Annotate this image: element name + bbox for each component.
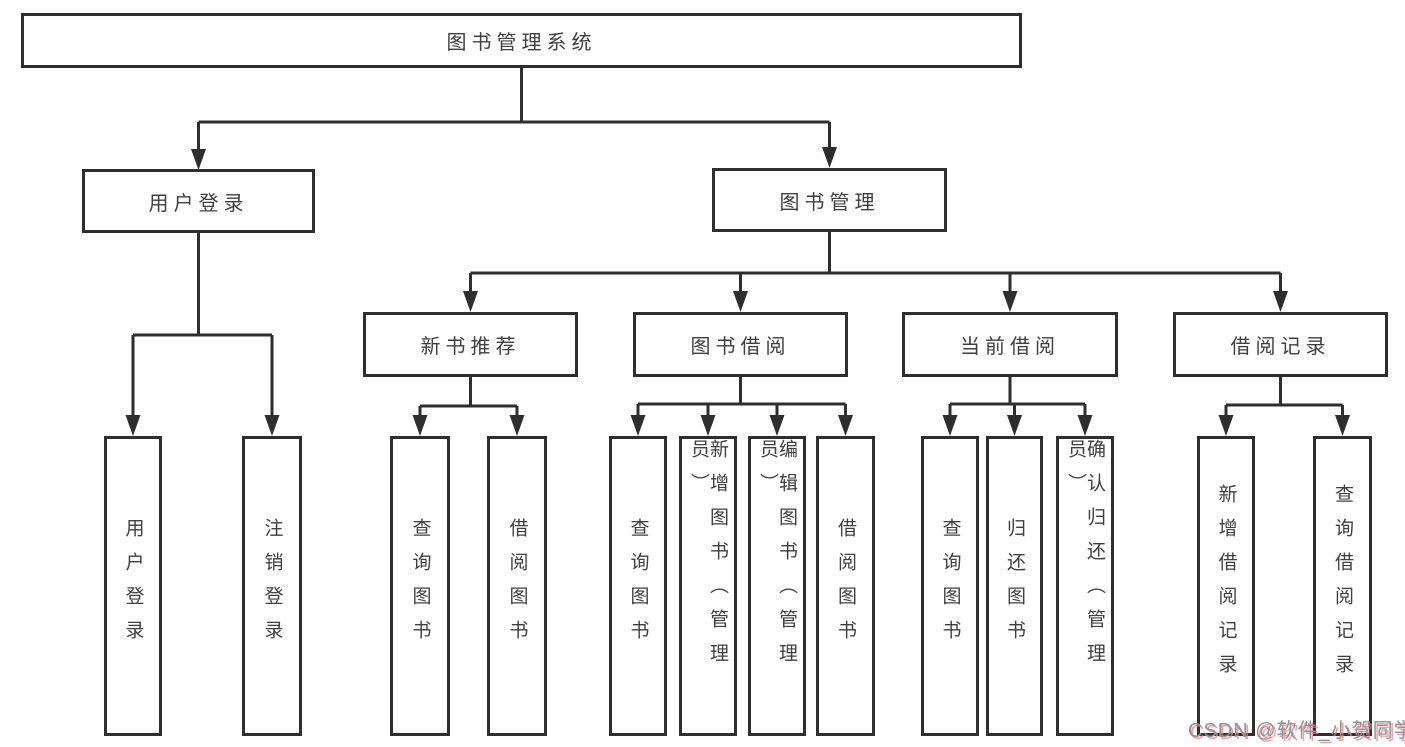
node-borrowing-records: 借阅记录 xyxy=(1173,312,1388,377)
leaf-query-books-recommend-label: 查询图书 xyxy=(409,518,431,654)
node-current-borrowing: 当前借阅 xyxy=(902,312,1118,377)
leaf-query-books-current: 查询图书 xyxy=(921,436,979,736)
leaf-user-login-label: 用户登录 xyxy=(122,518,144,654)
leaf-query-books-current-label: 查询图书 xyxy=(939,518,961,654)
node-current-borrowing-label: 当前借阅 xyxy=(960,336,1060,358)
leaf-edit-books-admin-label: 编辑图书（管理员） xyxy=(757,439,797,677)
leaf-borrow-books-recommend-label: 借阅图书 xyxy=(506,518,528,654)
node-new-book-recommend: 新书推荐 xyxy=(363,312,578,377)
csdn-watermark: CSDN @软件_小贺同学 xyxy=(1188,720,1405,742)
node-library-management-system: 图书管理系统 xyxy=(21,13,1022,68)
node-user-login-label: 用户登录 xyxy=(148,192,249,215)
leaf-add-books-admin: 新增图书（管理员） xyxy=(679,436,737,736)
leaf-query-books-borrow: 查询图书 xyxy=(609,436,667,736)
node-user-login: 用户登录 xyxy=(82,169,315,233)
node-library-management-system-label: 图书管理系统 xyxy=(446,32,597,54)
leaf-borrow-books-recommend: 借阅图书 xyxy=(487,436,547,736)
arrowheads xyxy=(125,147,1350,436)
node-book-management: 图书管理 xyxy=(712,168,947,232)
leaf-return-books: 归还图书 xyxy=(986,436,1043,736)
leaf-return-books-label: 归还图书 xyxy=(1004,518,1025,654)
leaf-borrow-books: 借阅图书 xyxy=(816,436,875,736)
node-new-book-recommend-label: 新书推荐 xyxy=(420,336,521,358)
leaf-add-borrow-record: 新增借阅记录 xyxy=(1197,436,1255,736)
leaf-borrow-books-label: 借阅图书 xyxy=(835,518,856,654)
leaf-user-login: 用户登录 xyxy=(104,436,162,736)
leaf-query-borrow-record: 查询借阅记录 xyxy=(1313,436,1372,736)
leaf-logout: 注销登录 xyxy=(242,436,302,736)
node-book-management-label: 图书管理 xyxy=(779,191,880,214)
leaf-confirm-return-admin-label: 确认归还（管理员） xyxy=(1065,439,1105,677)
node-book-borrowing-label: 图书借阅 xyxy=(690,336,791,358)
leaf-query-borrow-record-label: 查询借阅记录 xyxy=(1332,484,1353,688)
leaf-add-books-admin-label: 新增图书（管理员） xyxy=(688,439,728,677)
leaf-confirm-return-admin: 确认归还（管理员） xyxy=(1056,436,1114,736)
leaf-add-borrow-record-label: 新增借阅记录 xyxy=(1215,484,1237,688)
node-book-borrowing: 图书借阅 xyxy=(633,312,848,377)
node-borrowing-records-label: 借阅记录 xyxy=(1230,336,1331,358)
leaf-query-books-recommend: 查询图书 xyxy=(390,436,450,736)
leaf-edit-books-admin: 编辑图书（管理员） xyxy=(748,436,806,736)
leaf-query-books-borrow-label: 查询图书 xyxy=(627,518,649,654)
leaf-logout-label: 注销登录 xyxy=(261,518,283,654)
